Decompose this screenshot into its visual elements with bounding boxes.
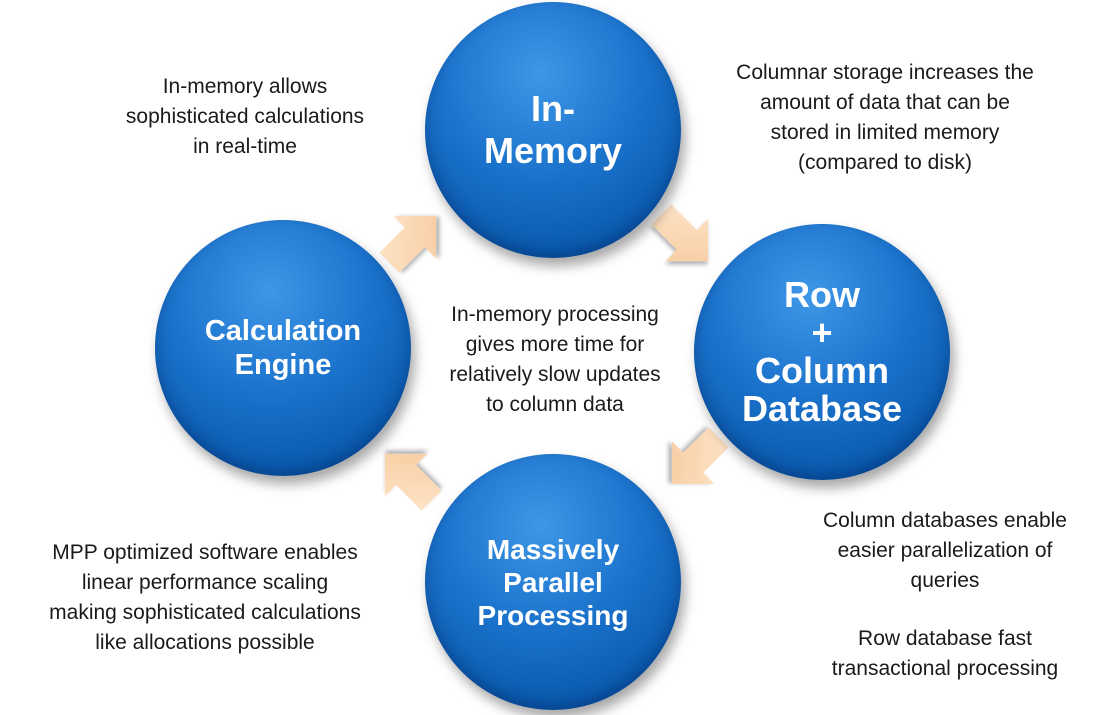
row-column-database-label: Row + Column Database	[741, 274, 903, 429]
calculation-engine-label: Calculation Engine	[204, 315, 362, 381]
mpp-node: Massively Parallel Processing	[425, 454, 681, 710]
in-memory-label: In- Memory	[483, 88, 623, 171]
arrow-mpp-to-calculation	[384, 453, 442, 511]
note-row-database: Row database fast transactional processi…	[831, 627, 1059, 680]
note-column-databases: Column databases enable easier paralleli…	[822, 509, 1067, 592]
note-mpp: MPP optimized software enables linear pe…	[49, 541, 361, 654]
note-center: In-memory processing gives more time for…	[449, 303, 661, 416]
calculation-engine-node: Calculation Engine	[155, 220, 411, 476]
note-in-memory: In-memory allows sophisticated calculati…	[125, 75, 365, 158]
in-memory-node: In- Memory	[425, 2, 681, 258]
note-columnar-storage: Columnar storage increases the amount of…	[736, 61, 1034, 174]
mpp-label: Massively Parallel Processing	[477, 533, 629, 631]
row-column-database-node: Row + Column Database	[694, 224, 950, 480]
